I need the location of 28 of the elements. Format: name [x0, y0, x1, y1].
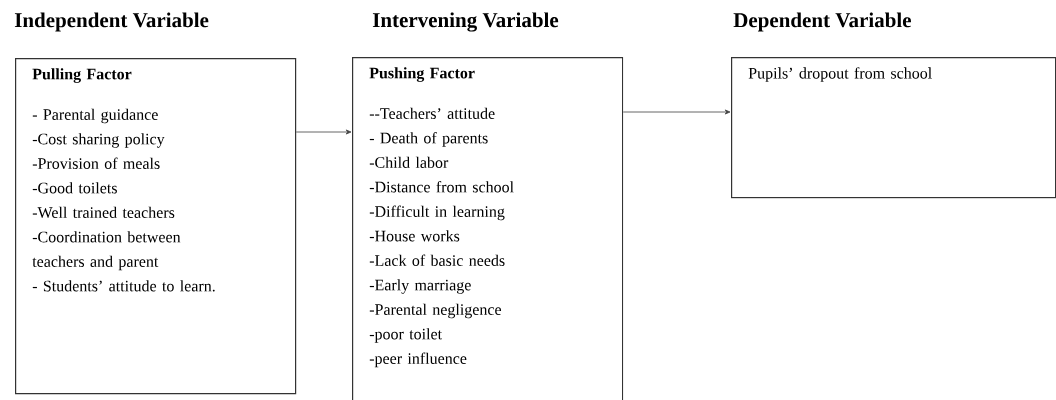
node-label: -Early marriage — [369, 279, 471, 294]
column-heading: Dependent Variable — [733, 12, 911, 32]
node-label: -Parental negligence — [369, 303, 502, 319]
node-label: -Provision of meals — [32, 157, 160, 169]
node-label: Pushing Factor — [369, 67, 475, 82]
node-label: -Coordination between teachers and parent — [32, 231, 181, 271]
column-heading: Independent Variable — [14, 12, 209, 32]
factor-box: Pulling Factor - Parental guidance -Cost sharing policy -Provision of meals -Good toilets -Well trained teachers -Coordination between teachers and parent - Students’ attitude to learn. — [15, 58, 297, 395]
arrow — [295, 129, 352, 135]
node-label: -House works — [369, 230, 460, 242]
node-label: -poor toilet — [369, 328, 442, 343]
node-label: -Well trained teachers — [32, 206, 175, 219]
node-label: -Lack of basic needs — [369, 254, 505, 266]
arrow — [622, 109, 731, 115]
node-label: -Cost sharing policy — [32, 133, 165, 148]
node-label: -Child labor — [369, 156, 449, 168]
node-label: --Teachers’ attitude — [369, 107, 495, 119]
node-label: - Death of parents — [369, 132, 488, 147]
factor-box: Pupils’ dropout from school — [731, 57, 1056, 199]
factor-box: Pushing Factor --Teachers’ attitude - Death of parents -Child labor -Distance from school -Difficult in learning -House works -Lack of basic needs -Early marriage -Parental negligence -poor toilet -peer influence — [352, 57, 624, 400]
node-label: -Distance from school — [369, 181, 514, 193]
node-label: -peer influence — [369, 352, 467, 368]
column-heading: Intervening Variable — [372, 12, 559, 32]
node-label: -Good toilets — [32, 182, 117, 194]
node-label: - Parental guidance — [32, 108, 158, 124]
node-label: -Difficult in learning — [369, 205, 505, 221]
node-label: Pulling Factor — [32, 68, 132, 83]
node-label: - Students’ attitude to learn. — [32, 280, 215, 292]
